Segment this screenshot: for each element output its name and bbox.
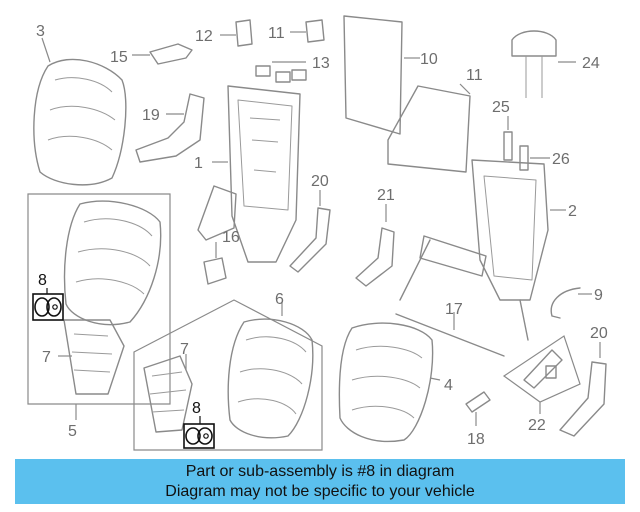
highlight-part-8-left[interactable]: 8	[32, 272, 64, 321]
caption-banner: Part or sub-assembly is #8 in diagram Di…	[15, 459, 625, 504]
callout-23: 22	[528, 417, 546, 434]
part-12-clip: 11	[268, 19, 325, 43]
callout-11-text: 11	[466, 67, 483, 84]
callout-4: 4	[444, 377, 453, 394]
callout-1: 1	[194, 155, 203, 172]
part-14-clips: 13	[255, 55, 330, 83]
caption-line-1: Part or sub-assembly is #8 in diagram	[185, 463, 455, 480]
callout-18: 18	[467, 431, 485, 448]
highlight-part-8-center[interactable]: 8	[183, 400, 215, 449]
callout-26: 26	[552, 151, 570, 168]
part-4-seat-cushion: 4	[338, 322, 453, 442]
callout-10: 10	[420, 51, 438, 68]
callout-21: 20	[311, 173, 329, 190]
caption-line-2: Diagram may not be specific to your vehi…	[165, 483, 475, 500]
callout-8-left: 8	[38, 272, 47, 289]
group-5-box: 7 5 8	[27, 193, 171, 440]
callout-6: 6	[275, 291, 284, 308]
part-21-trim: 20	[289, 173, 331, 273]
part-1-seatback-frame: 1	[194, 85, 301, 263]
part-8-box-center	[183, 423, 215, 449]
part-25-guide: 25	[492, 99, 513, 161]
callout-14: 13	[312, 55, 330, 72]
part-9-cable: 9	[550, 287, 603, 319]
part-8-ring-a-left	[34, 297, 50, 317]
callout-2: 2	[568, 203, 577, 220]
callout-3: 3	[36, 23, 45, 40]
group-6-box: 6 7 8	[133, 291, 323, 451]
part-15-bracket: 15	[110, 43, 193, 66]
part-17-rod: 17	[395, 301, 505, 357]
part-19-hinge-cover: 19	[135, 93, 205, 163]
part-2-seat-frame: 2	[399, 159, 577, 341]
callout-25: 25	[492, 99, 510, 116]
part-3-seatback-cover: 3	[33, 23, 127, 186]
part-18-clip: 18	[465, 391, 491, 448]
part-26-guide: 26	[519, 145, 570, 171]
callout-7-left: 7	[42, 349, 51, 366]
part-8-ring-b-center	[197, 427, 213, 445]
callout-22: 21	[377, 187, 395, 204]
callout-13: 12	[195, 28, 213, 45]
part-8-box-left	[32, 293, 64, 321]
callout-19: 19	[142, 107, 160, 124]
callout-8-center: 8	[192, 400, 201, 417]
part-10-back-panel: 10	[343, 15, 438, 135]
part-8-ring-a-center	[185, 427, 201, 445]
part-23-group: 22	[502, 335, 581, 434]
part-22-trim: 21	[355, 187, 395, 287]
callout-12: 11	[268, 25, 285, 42]
part-24-headrest: 24	[511, 30, 600, 98]
callout-24: 24	[582, 55, 600, 72]
part-20-trim: 20 20	[559, 325, 608, 437]
part-13-clip: 12	[195, 19, 253, 47]
callout-16: 16	[222, 229, 240, 246]
part-8-ring-b-left	[46, 297, 62, 317]
callout-15: 15	[110, 49, 128, 66]
part-16-knob: 16	[203, 229, 240, 285]
callout-5: 5	[68, 423, 77, 440]
part-11-board: 11 11	[387, 67, 483, 173]
callout-9: 9	[594, 287, 603, 304]
callout-7-center: 7	[180, 341, 189, 358]
callout-17: 17	[445, 301, 463, 318]
seat-parts-diagram: 3 15 12 11 13 19 1	[27, 15, 608, 451]
callout-20-text: 20	[590, 325, 608, 342]
